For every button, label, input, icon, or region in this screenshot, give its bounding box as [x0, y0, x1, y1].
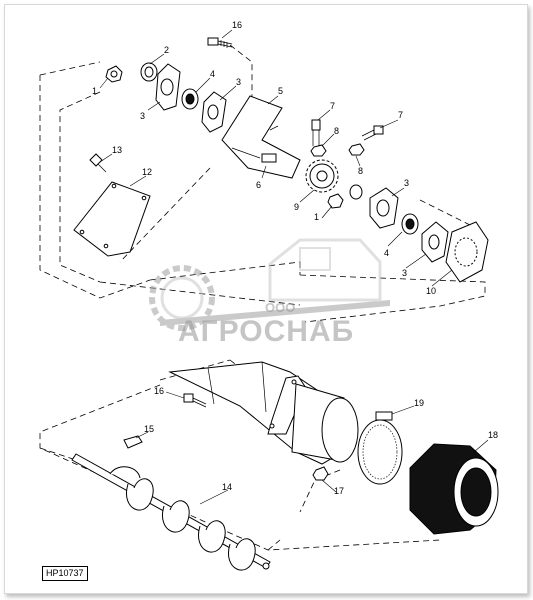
- callout-2: 2: [164, 45, 169, 55]
- nut-8a: [310, 144, 327, 157]
- nut-17: [312, 466, 329, 481]
- bearing-4: [181, 88, 199, 110]
- callout-6: 6: [256, 180, 261, 190]
- callout-19: 19: [414, 398, 424, 408]
- figure-code-label: HP10737: [42, 566, 88, 581]
- auger-14: [71, 453, 271, 571]
- cylinder-body: [291, 383, 359, 463]
- wing-screw-13: [89, 153, 107, 173]
- callout-3-a: 3: [236, 77, 241, 87]
- callout-8-a: 8: [334, 126, 339, 136]
- callout-4-b: 4: [384, 248, 389, 258]
- plate-10: [445, 221, 489, 283]
- callout-3-d: 3: [402, 268, 407, 278]
- nut-1: [105, 65, 123, 83]
- watermark-prefix: ООО: [265, 300, 296, 315]
- callout-16-upper: 16: [232, 20, 242, 30]
- callout-1-b: 1: [314, 212, 319, 222]
- flange-3c: [369, 187, 399, 229]
- bolt-7a: [311, 119, 321, 146]
- callout-16-lower: 16: [154, 386, 164, 396]
- callout-3-c: 3: [404, 178, 409, 188]
- rubber-boot-18: [409, 443, 499, 535]
- callout-4: 4: [210, 69, 215, 79]
- callout-14: 14: [222, 482, 232, 492]
- callout-5: 5: [278, 86, 283, 96]
- bushing-2: [140, 62, 158, 82]
- callout-17: 17: [334, 486, 344, 496]
- sprocket-9: [305, 159, 339, 193]
- callout-1: 1: [92, 86, 97, 96]
- bracket-5: [221, 95, 301, 179]
- callout-7-b: 7: [398, 110, 403, 120]
- leader-lines: [99, 29, 489, 505]
- callout-15: 15: [144, 424, 154, 434]
- callout-3-b: 3: [140, 111, 145, 121]
- callout-13: 13: [112, 145, 122, 155]
- assembly-outline-lower: [39, 384, 441, 551]
- key-15: [123, 435, 143, 449]
- nut-8b: [348, 143, 365, 156]
- bolt-16: [207, 37, 233, 48]
- cover-plate-12: [73, 181, 151, 257]
- flange-3d: [421, 221, 449, 263]
- callout-18: 18: [488, 430, 498, 440]
- bolt-16-lower: [183, 393, 207, 408]
- nut-1b: [327, 193, 344, 209]
- callout-7-a: 7: [330, 101, 335, 111]
- callout-8-b: 8: [358, 166, 363, 176]
- bearing-4b: [401, 213, 419, 235]
- watermark-logo: [149, 238, 390, 331]
- callout-12: 12: [142, 167, 152, 177]
- flange-3b: [201, 91, 227, 133]
- flange-3: [155, 63, 181, 111]
- hose-clamp-19: [357, 411, 403, 485]
- watermark-brand: АГРОСНАБ: [178, 315, 355, 348]
- bushing-2b: [349, 184, 363, 200]
- bolt-7b: [361, 125, 384, 141]
- callout-10: 10: [426, 286, 436, 296]
- callout-9: 9: [294, 202, 299, 212]
